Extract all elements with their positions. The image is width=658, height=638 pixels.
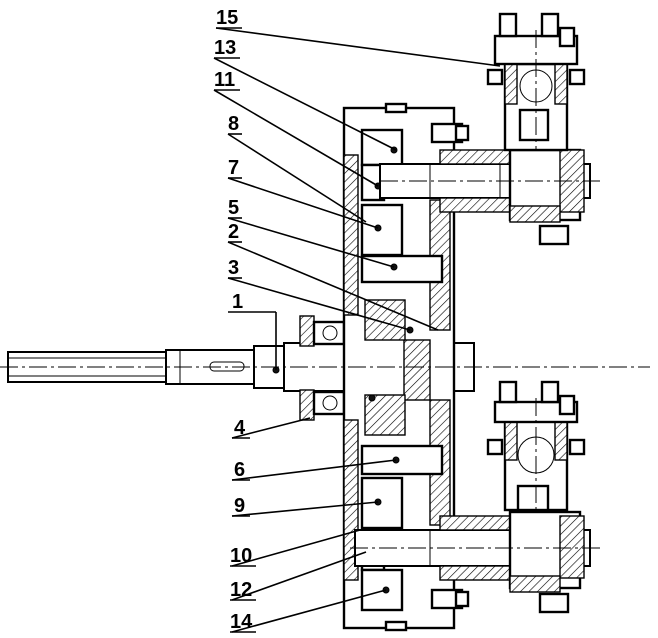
part-label-6: 6 (234, 459, 245, 481)
part-label-7: 7 (228, 157, 239, 179)
part-label-8: 8 (228, 113, 239, 135)
part-label-10: 10 (230, 545, 252, 567)
part-label-12: 12 (230, 579, 252, 601)
part-label-15: 15 (216, 7, 238, 29)
part-label-13: 13 (214, 37, 236, 59)
part-labels: 15 13 11 8 7 5 2 3 1 4 6 9 10 12 14 (214, 7, 256, 633)
part-label-3: 3 (228, 257, 239, 279)
part-label-1: 1 (232, 291, 243, 313)
part-label-11: 11 (214, 69, 235, 91)
part-label-14: 14 (230, 611, 253, 633)
part-label-5: 5 (228, 197, 239, 219)
part-label-4: 4 (234, 417, 246, 439)
part-label-9: 9 (234, 495, 245, 517)
part-label-2: 2 (228, 221, 239, 243)
